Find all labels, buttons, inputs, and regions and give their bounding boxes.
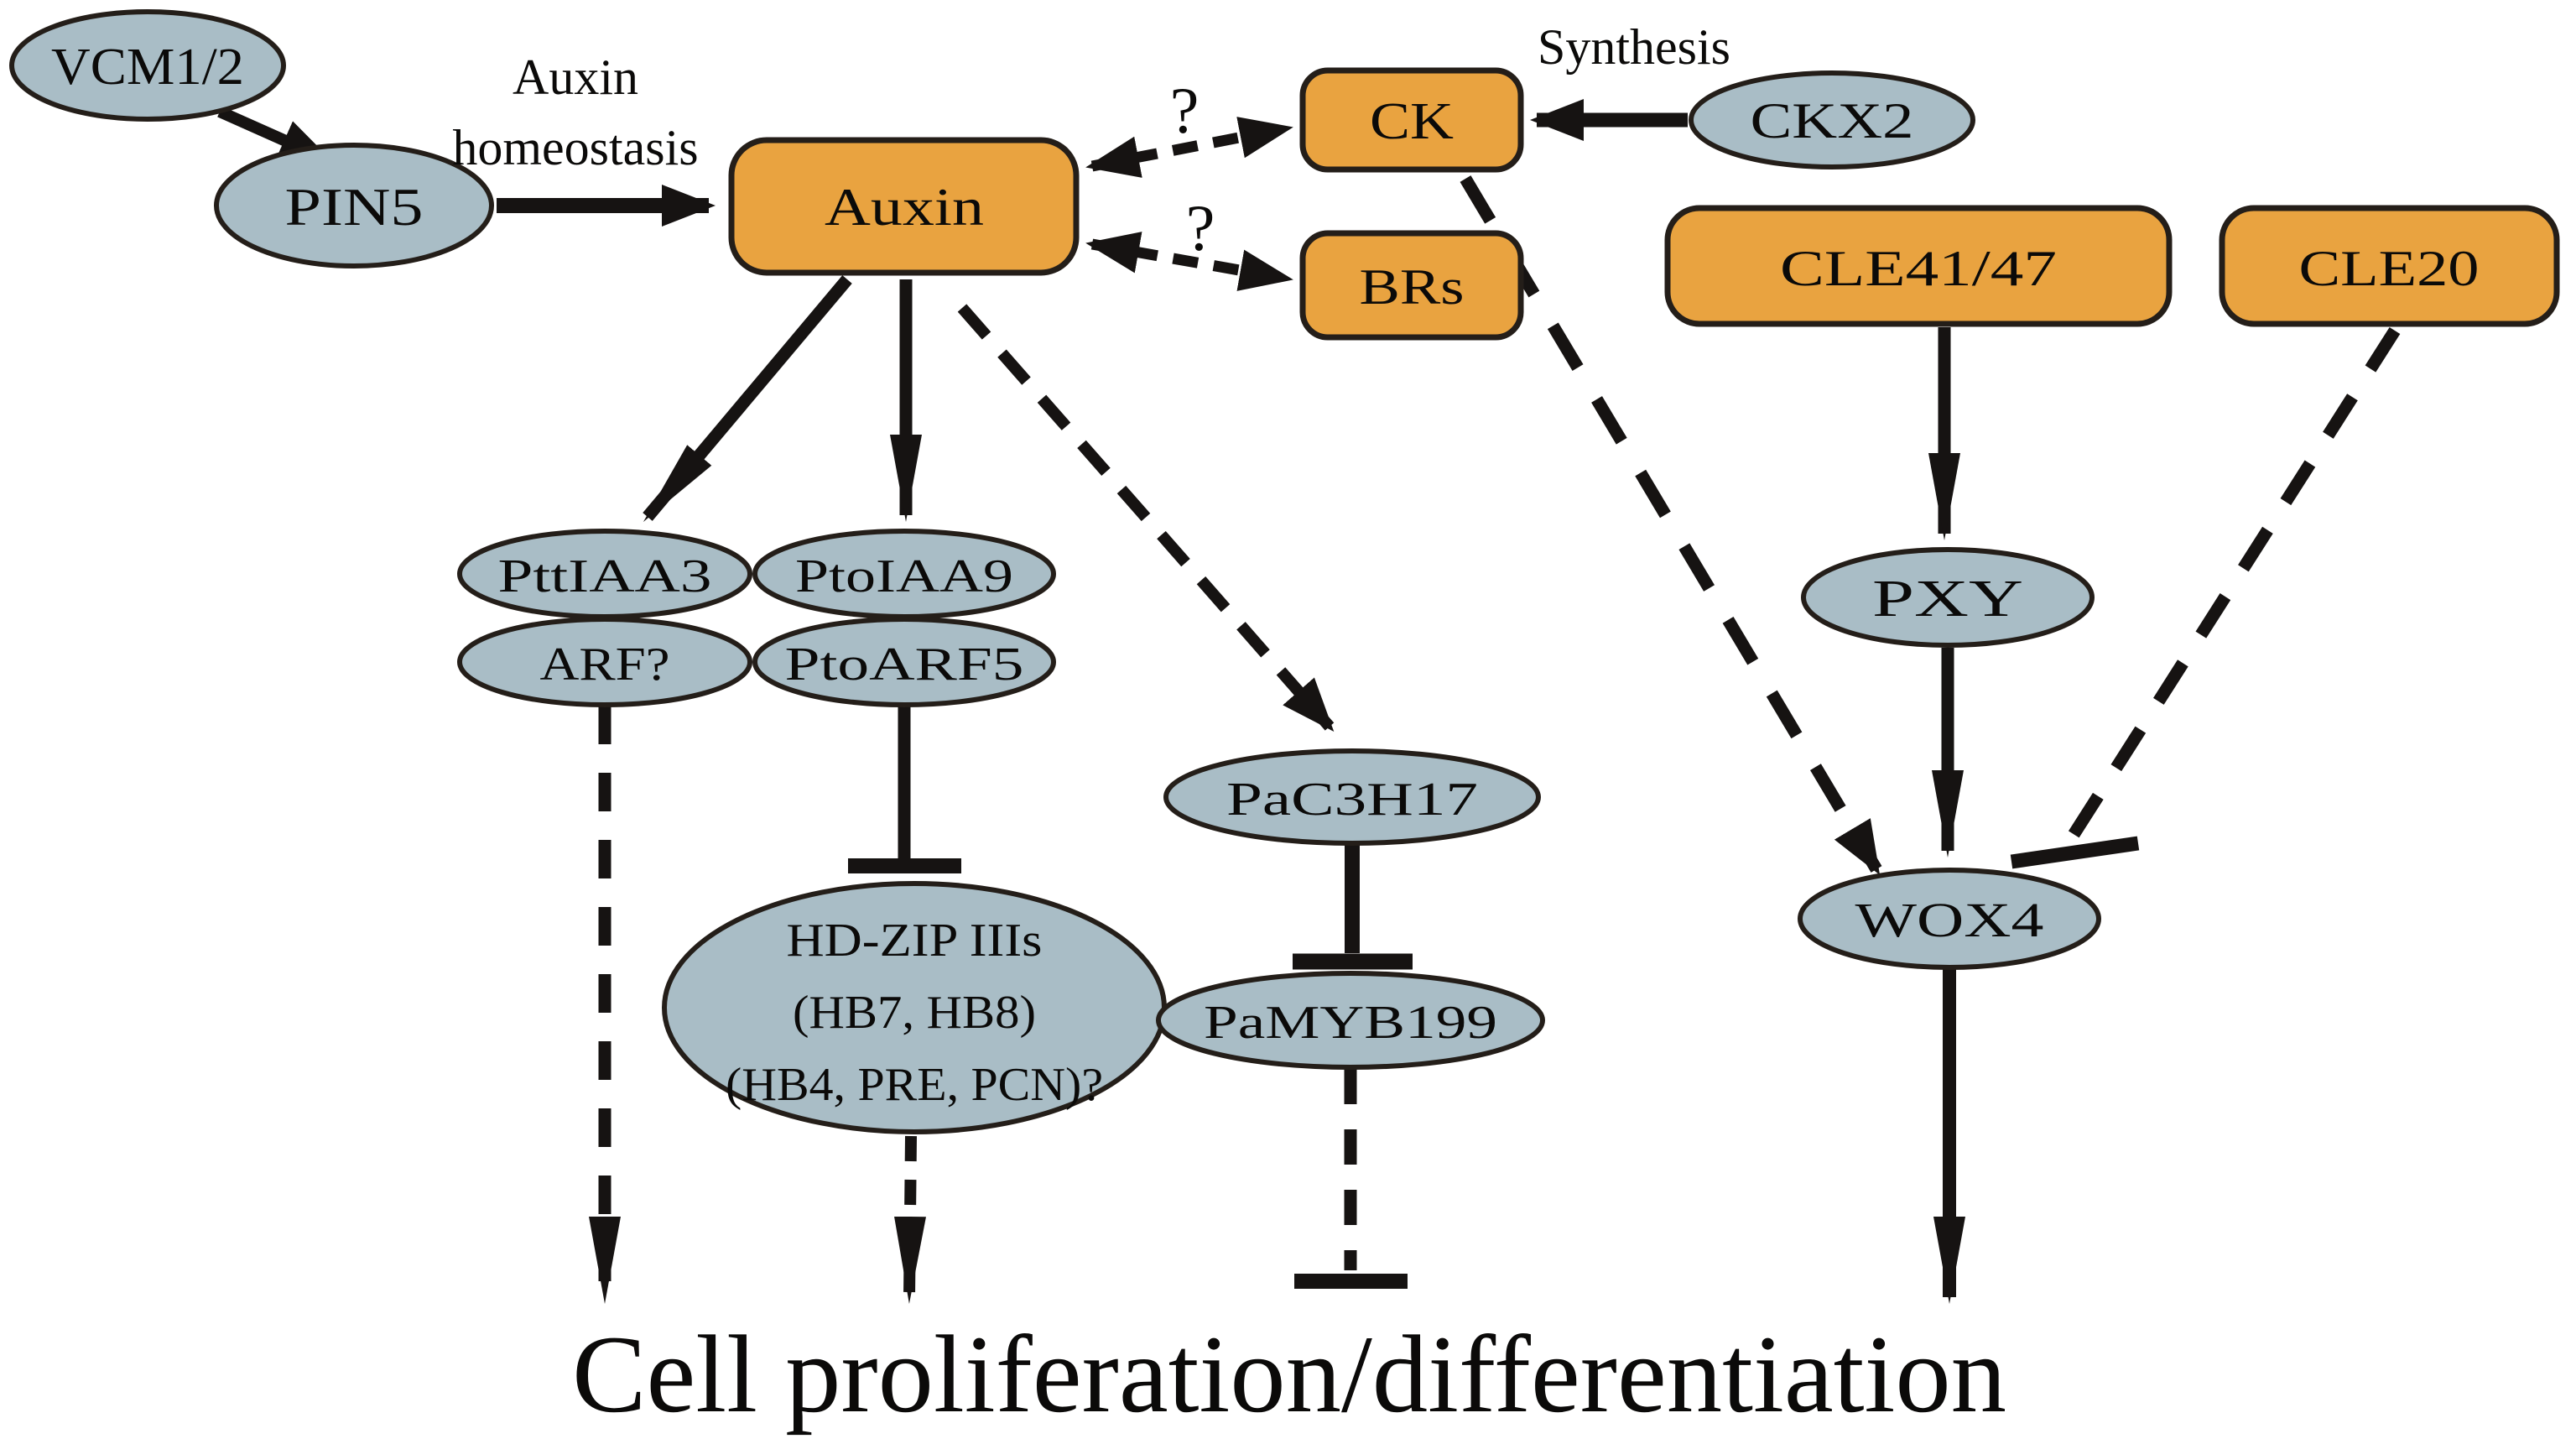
node-ck: CK	[1299, 67, 1524, 173]
hdzip-label-line3: (HB4, PRE, PCN)?	[726, 1059, 1103, 1111]
cle20-shape	[2219, 205, 2560, 327]
node-ptoiaa9: PtoIAA9	[752, 529, 1056, 619]
ckx2-shape	[1689, 70, 1975, 169]
cle4147-label: CLE41/47	[1780, 241, 2057, 296]
auxin-homeostasis-label-line2: homeostasis	[452, 120, 698, 175]
arf-shape	[457, 617, 752, 707]
vcm12-shape	[9, 9, 286, 122]
pac3h17-label: PaC3H17	[1226, 774, 1478, 826]
edge-auxin-pac3h17	[957, 304, 1335, 732]
node-pxy: PXY	[1801, 547, 2095, 648]
ptoarf5-label: PtoARF5	[785, 639, 1024, 691]
hdzip-label-line1: HD-ZIP IIIs	[787, 915, 1043, 967]
node-hdzip: HD-ZIP IIIs (HB7, HB8) (HB4, PRE, PCN)?	[662, 881, 1167, 1134]
ck-shape	[1299, 67, 1524, 173]
edge-ptoarf5-hdzip	[848, 706, 961, 873]
outcome-text: Cell proliferation/differentiation	[572, 1312, 2006, 1436]
edge-cle20-wox4-inhibition-bar	[2010, 836, 2140, 869]
auxin-label: Auxin	[825, 177, 984, 237]
brs-shape	[1299, 230, 1524, 341]
edge-auxin-brs	[1085, 232, 1293, 291]
edge-auxin-ck	[1085, 117, 1293, 178]
hdzip-label-line2: (HB7, HB8)	[793, 987, 1036, 1039]
node-pamyb199: PaMYB199	[1156, 971, 1545, 1070]
edge-cle20-wox4-line	[2066, 326, 2401, 842]
edge-cle20-wox4	[2010, 326, 2401, 869]
cle20-label: CLE20	[2299, 241, 2480, 296]
nodes-layer: VCM1/2 PIN5 Auxin CK BRs CKX2 CLE41/47	[9, 9, 2560, 1134]
synthesis-label: Synthesis	[1538, 19, 1730, 75]
pamyb199-label: PaMYB199	[1204, 997, 1497, 1049]
pac3h17-shape	[1163, 748, 1541, 846]
annotations-layer: Auxin homeostasis Synthesis ? ? Cell pro…	[452, 19, 2006, 1436]
node-pttiaa3: PttIAA3	[457, 529, 752, 619]
edge-pamyb199-outcome	[1294, 1069, 1408, 1289]
edge-ck-wox4	[1460, 175, 1882, 875]
node-ckx2: CKX2	[1689, 70, 1975, 169]
pxy-shape	[1801, 547, 2095, 648]
node-auxin: Auxin	[728, 137, 1080, 276]
ckx2-label: CKX2	[1751, 93, 1914, 149]
pamyb199-shape	[1156, 971, 1545, 1070]
cle4147-shape	[1664, 205, 2173, 327]
question-mark-ck: ?	[1170, 74, 1200, 147]
node-cle4147: CLE41/47	[1664, 205, 2173, 327]
ptoiaa9-label: PtoIAA9	[795, 550, 1013, 602]
wox4-label: WOX4	[1855, 893, 2044, 947]
pin5-shape	[214, 143, 494, 268]
node-ptoarf5: PtoARF5	[752, 617, 1056, 707]
auxin-homeostasis-label-line1: Auxin	[513, 50, 638, 105]
edge-auxin-pttiaa3	[643, 275, 852, 523]
question-mark-brs: ?	[1186, 191, 1215, 264]
edges-layer	[217, 99, 2401, 1304]
pxy-label: PXY	[1872, 571, 2023, 628]
auxin-shape	[728, 137, 1080, 276]
node-cle20: CLE20	[2219, 205, 2560, 327]
wox4-shape	[1798, 868, 2101, 970]
node-pin5: PIN5	[214, 143, 494, 268]
vcm12-label: VCM1/2	[51, 39, 244, 96]
arf-label: ARF?	[540, 639, 670, 691]
pttiaa3-label: PttIAA3	[498, 550, 712, 602]
brs-label: BRs	[1360, 259, 1465, 315]
node-pac3h17: PaC3H17	[1163, 748, 1541, 846]
pin5-label: PIN5	[285, 177, 424, 237]
node-vcm12: VCM1/2	[9, 9, 286, 122]
ck-label: CK	[1370, 93, 1454, 150]
node-wox4: WOX4	[1798, 868, 2101, 970]
edge-hdzip-outcome	[894, 1135, 926, 1304]
edge-pac3h17-pamyb199	[1293, 844, 1413, 970]
node-brs: BRs	[1299, 230, 1524, 341]
node-arf: ARF?	[457, 617, 752, 707]
ptoarf5-shape	[752, 617, 1056, 707]
